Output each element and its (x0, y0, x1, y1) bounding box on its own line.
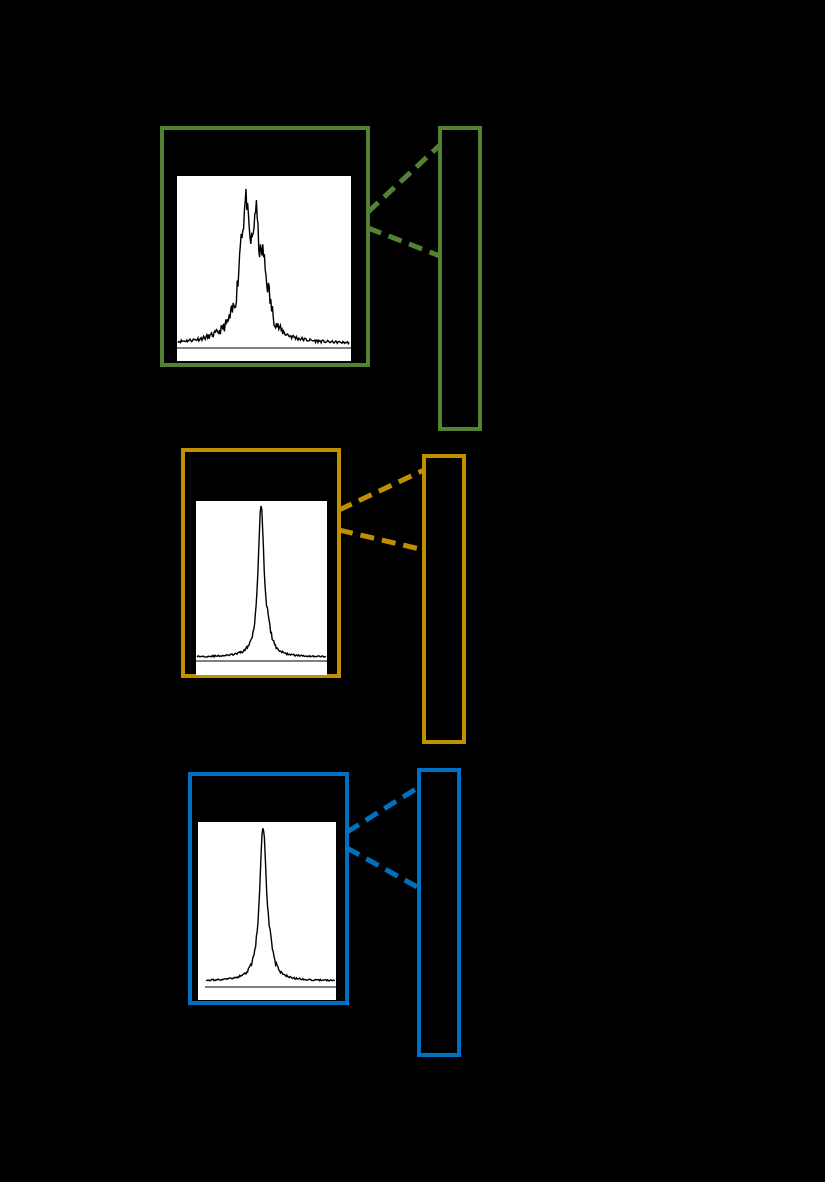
spectrum-plot-area-gold (196, 501, 327, 675)
connector-upper-green (366, 143, 442, 214)
spectrum-trace-green (177, 188, 350, 346)
panel-green (160, 126, 482, 431)
inset-frame-blue (188, 772, 349, 1005)
column-bar-blue (417, 768, 461, 1057)
spectrum-plot-area-blue (198, 822, 336, 1000)
panel-blue (188, 768, 461, 1057)
inset-frame-green (160, 126, 370, 367)
spectrum-trace-blue (205, 827, 336, 982)
inset-frame-gold (181, 448, 341, 678)
connector-lower-blue (345, 845, 421, 891)
connector-upper-blue (345, 784, 421, 835)
connector-lower-green (367, 225, 441, 259)
connector-upper-gold (337, 467, 426, 513)
spectrum-trace-gold (196, 505, 327, 658)
column-bar-gold (422, 454, 466, 744)
connector-lower-gold (338, 527, 425, 553)
panel-gold (181, 448, 466, 744)
spectrum-plot-area-green (177, 176, 351, 361)
column-bar-green (438, 126, 482, 431)
